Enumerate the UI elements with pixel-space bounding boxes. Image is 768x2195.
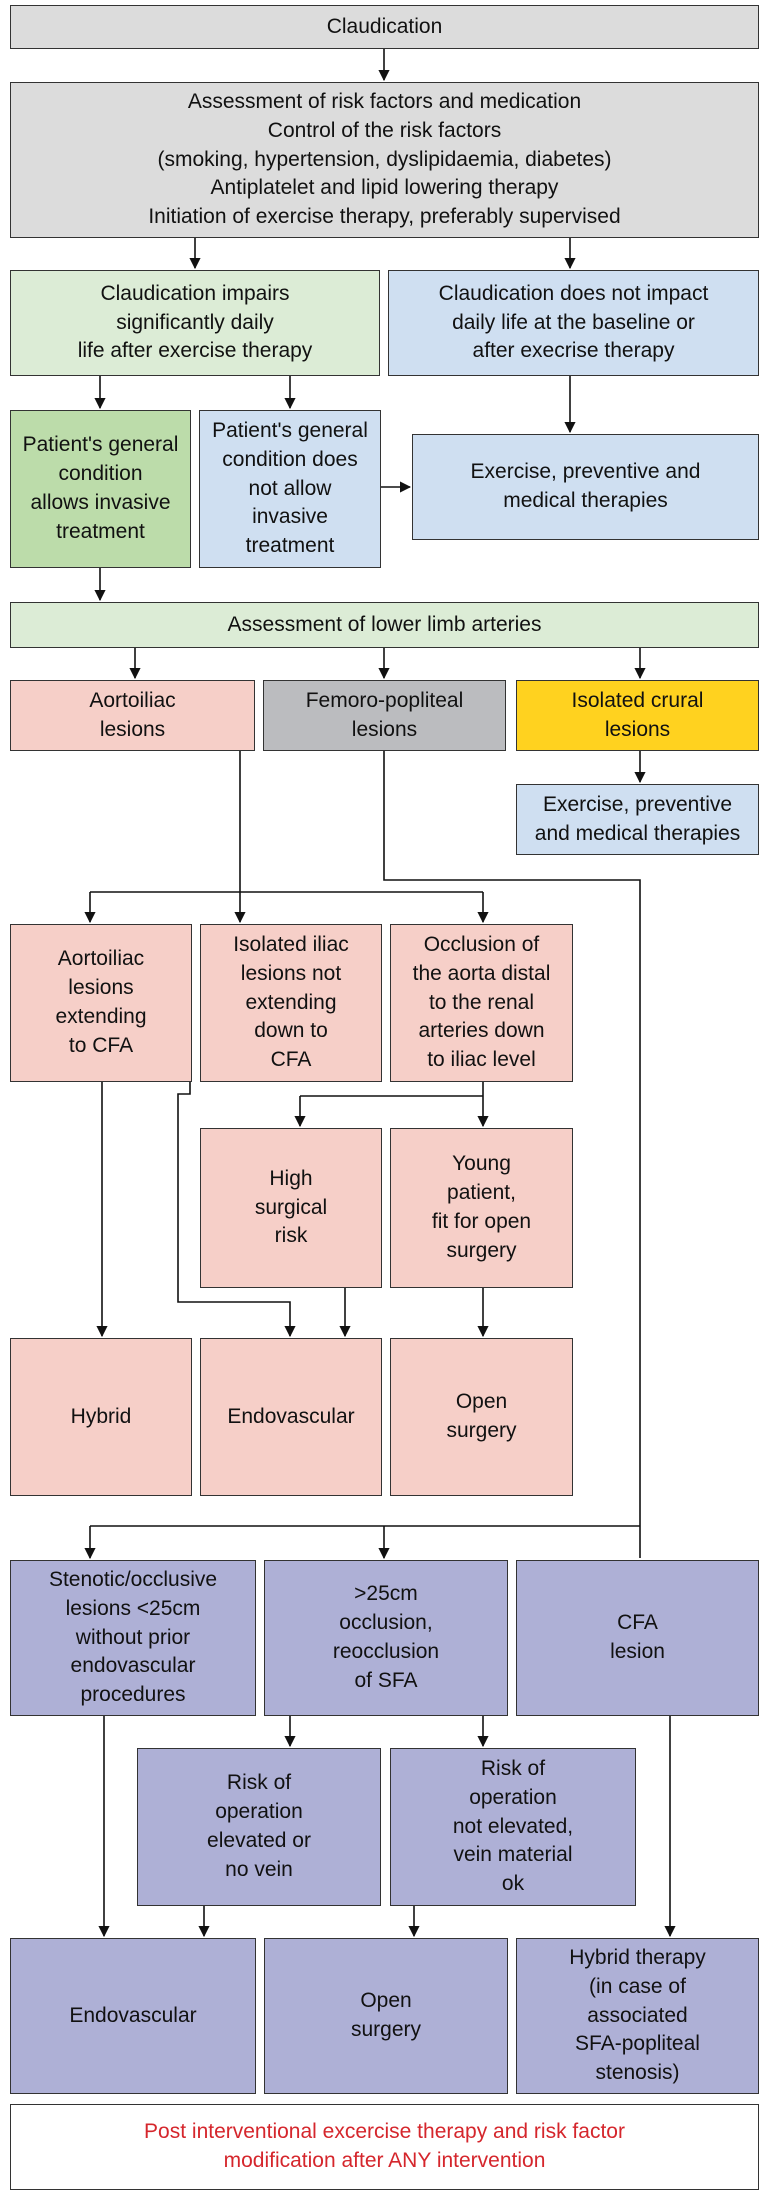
- stenotic-lesions-node: Stenotic/occlusive lesions <25cm without…: [10, 1560, 256, 1716]
- isolated-iliac-node: Isolated iliac lesions not extending dow…: [200, 924, 382, 1082]
- impairs-daily-life-node: Claudication impairs significantly daily…: [10, 270, 380, 376]
- aortoiliac-lesions-node: Aortoiliac lesions: [10, 680, 255, 751]
- open-surgery-outcome-node-2: Open surgery: [264, 1938, 508, 2094]
- risk-elevated-node: Risk of operation elevated or no vein: [137, 1748, 381, 1906]
- no-impact-node: Claudication does not impact daily life …: [388, 270, 759, 376]
- open-surgery-outcome-node-1: Open surgery: [390, 1338, 573, 1496]
- exercise-therapies-node-1: Exercise, preventive and medical therapi…: [412, 434, 759, 540]
- long-occlusion-node: >25cm occlusion, reocclusion of SFA: [264, 1560, 508, 1716]
- cfa-lesion-node: CFA lesion: [516, 1560, 759, 1716]
- high-surgical-risk-node: High surgical risk: [200, 1128, 382, 1288]
- hybrid-therapy-node: Hybrid therapy (in case of associated SF…: [516, 1938, 759, 2094]
- claudication-node: Claudication: [10, 5, 759, 49]
- hybrid-outcome-node: Hybrid: [10, 1338, 192, 1496]
- young-patient-node: Young patient, fit for open surgery: [390, 1128, 573, 1288]
- endovascular-outcome-node-1: Endovascular: [200, 1338, 382, 1496]
- aorta-occlusion-node: Occlusion of the aorta distal to the ren…: [390, 924, 573, 1082]
- limb-assessment-node: Assessment of lower limb arteries: [10, 602, 759, 648]
- post-intervention-note: Post interventional excercise therapy an…: [10, 2104, 759, 2190]
- aortoiliac-cfa-node: Aortoiliac lesions extending to CFA: [10, 924, 192, 1082]
- endovascular-outcome-node-2: Endovascular: [10, 1938, 256, 2094]
- crural-lesions-node: Isolated crural lesions: [516, 680, 759, 751]
- risk-assessment-node: Assessment of risk factors and medicatio…: [10, 82, 759, 238]
- risk-not-elevated-node: Risk of operation not elevated, vein mat…: [390, 1748, 636, 1906]
- invasive-allowed-node: Patient's general condition allows invas…: [10, 410, 191, 568]
- exercise-therapies-node-2: Exercise, preventive and medical therapi…: [516, 784, 759, 855]
- invasive-not-allowed-node: Patient's general condition does not all…: [199, 410, 381, 568]
- femoro-popliteal-node: Femoro-popliteal lesions: [263, 680, 506, 751]
